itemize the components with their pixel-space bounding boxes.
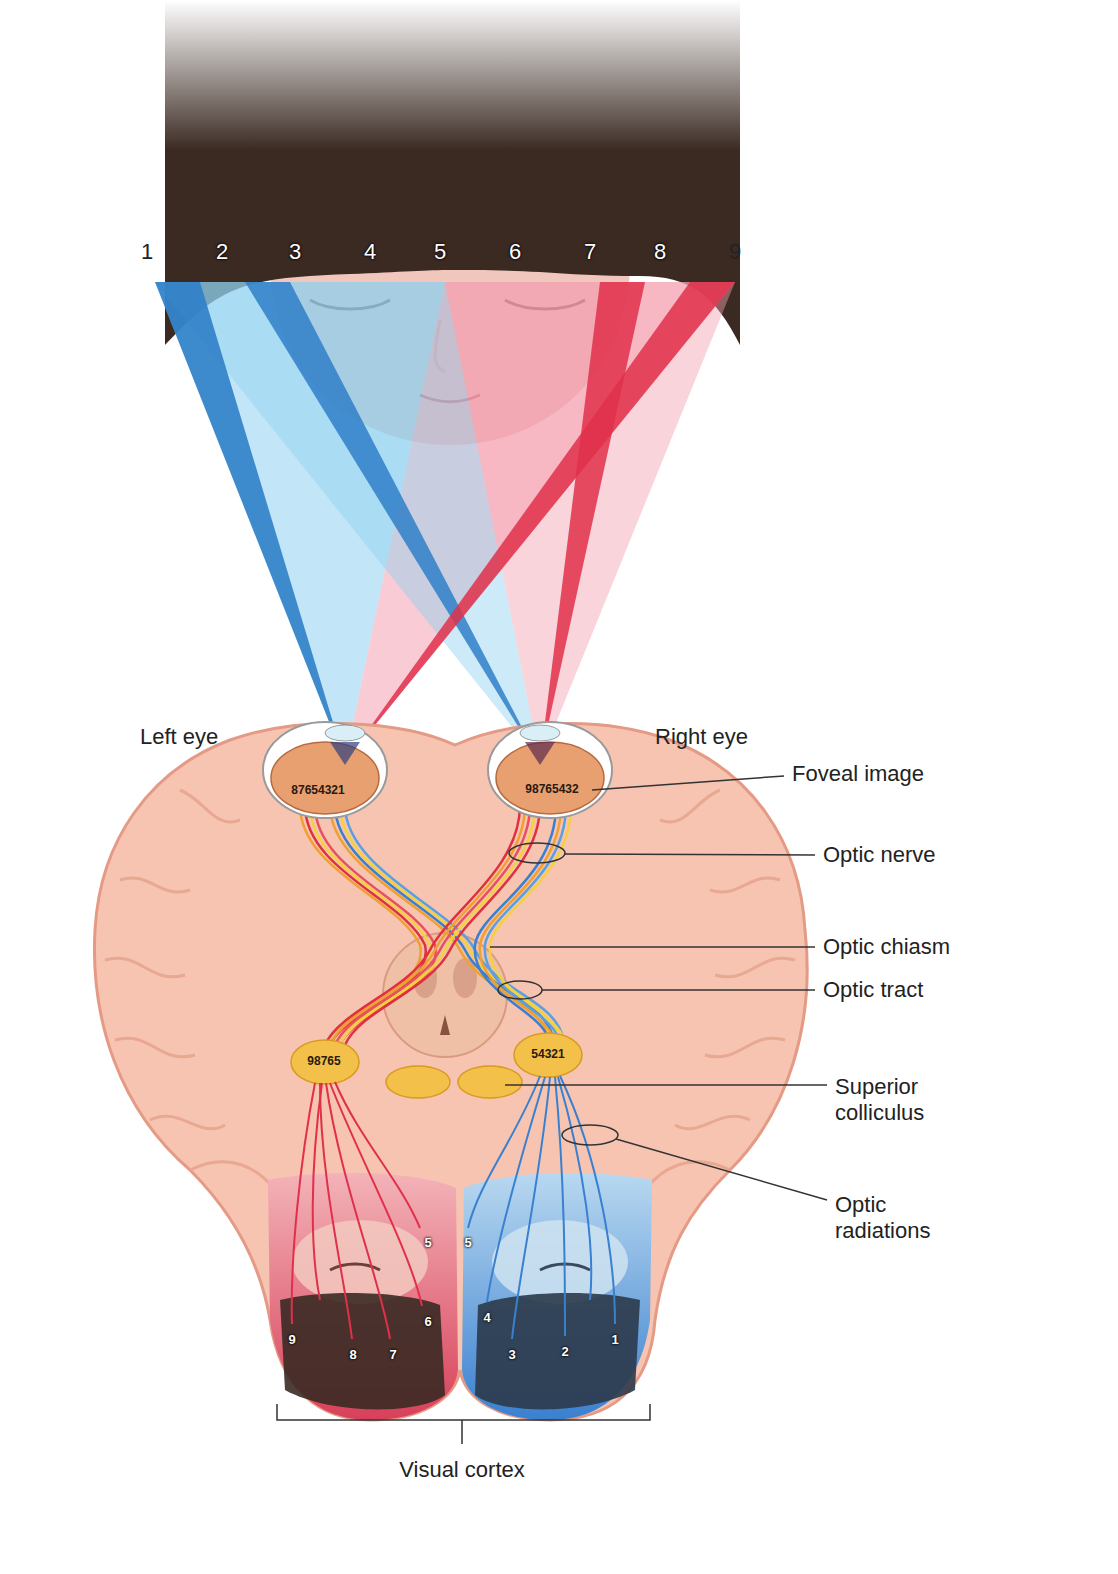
focal-point: [525, 742, 555, 765]
temporal-edge: [190, 1162, 275, 1190]
gyrus: [150, 1116, 225, 1129]
focal-point: [330, 742, 360, 765]
radiation-fibre: [555, 1077, 565, 1336]
retina-sequence: 98765432: [525, 782, 578, 796]
callout-number: 1: [141, 239, 153, 265]
gyrus: [705, 1038, 785, 1057]
optic-radiations: [468, 1076, 615, 1339]
radiation-fibre: [335, 1082, 420, 1228]
fibre: [340, 805, 535, 1045]
callout-number: 3: [289, 239, 301, 265]
callout-number: 7: [584, 239, 596, 265]
lens: [325, 725, 365, 741]
cortex-number: 5: [424, 1235, 431, 1251]
eyeball: [488, 722, 612, 818]
bundle-marker: [509, 843, 565, 863]
light-beam: [245, 282, 540, 762]
optic-radiations: [292, 1082, 422, 1339]
lens: [520, 725, 560, 741]
fibre: [480, 805, 561, 1038]
structure-label: Optic nerve: [823, 842, 936, 868]
leader-line: [616, 1139, 827, 1200]
fibre: [475, 805, 556, 1038]
radiation-fibre: [558, 1077, 591, 1300]
structure-label: Optic chiasm: [823, 934, 950, 960]
radiation-fibre: [468, 1076, 540, 1228]
aqueduct: [440, 1015, 450, 1035]
leaders: [277, 776, 827, 1444]
gyrus: [105, 958, 185, 977]
cortex-number: 6: [424, 1314, 431, 1330]
cortex-region: [462, 1173, 652, 1420]
radiation-fibre: [292, 1083, 315, 1324]
structure-label: Right eye: [655, 724, 748, 750]
nucleus-sequence: 54321: [531, 1047, 564, 1061]
gyrus: [180, 790, 240, 822]
cortex-number: 2: [561, 1344, 568, 1360]
leader-line: [505, 1084, 827, 1086]
structure-label: Superior colliculus: [835, 1074, 975, 1127]
leader-line: [542, 989, 815, 991]
cortex-number: 9: [288, 1332, 295, 1348]
cortex-number: 8: [349, 1347, 356, 1363]
gyrus: [675, 1116, 750, 1129]
leader-line: [592, 776, 784, 790]
radiation-fibre: [326, 1083, 390, 1339]
cortex-number: 4: [483, 1310, 490, 1326]
light-fan: [445, 282, 735, 762]
inverted-hair: [280, 1293, 445, 1409]
superior-colliculus: [458, 1066, 522, 1098]
radiation-fibre: [330, 1083, 422, 1306]
lateral-geniculate: [291, 1040, 359, 1084]
temporal-edge: [645, 1162, 730, 1190]
gyrus: [115, 1038, 195, 1057]
radiation-fibre: [313, 1083, 322, 1300]
optic-fibres: [300, 805, 571, 1045]
superior-colliculus: [386, 1066, 450, 1098]
nucleus-sequence: 98765: [307, 1054, 340, 1068]
cortex-number: 3: [508, 1347, 515, 1363]
fibre: [345, 805, 540, 1045]
fibre: [490, 805, 571, 1038]
structure-label: Optic radiations: [835, 1192, 975, 1245]
gyrus: [120, 878, 190, 892]
eye-interior: [271, 742, 379, 814]
light-beam: [345, 282, 735, 762]
bracket: [277, 1404, 650, 1444]
retina-sequence: 87654321: [291, 783, 344, 797]
radiation-fibre: [320, 1083, 352, 1339]
structure-label: Optic tract: [823, 977, 923, 1003]
eyeball: [263, 722, 387, 818]
eye-interior: [496, 742, 604, 814]
callout-number: 4: [364, 239, 376, 265]
cortex-number: 5: [464, 1235, 471, 1251]
structure-label: Foveal image: [792, 761, 924, 787]
cortex-number: 1: [611, 1332, 618, 1348]
bundle-marker: [562, 1125, 618, 1145]
gyrus: [710, 878, 780, 892]
brain-outline: [94, 724, 807, 1420]
lateral-geniculate: [514, 1033, 582, 1077]
leader-line: [565, 854, 815, 855]
structure-label: Left eye: [140, 724, 218, 750]
bracket-label: Visual cortex: [399, 1457, 525, 1483]
callout-number: 9: [729, 239, 741, 265]
leader-line: [490, 946, 815, 948]
callout-number: 6: [509, 239, 521, 265]
callout-number: 8: [654, 239, 666, 265]
callout-number: 2: [216, 239, 228, 265]
gyrus: [660, 790, 720, 822]
cortex-number: 7: [389, 1347, 396, 1363]
gyrus: [715, 958, 795, 977]
fibre: [485, 805, 566, 1038]
radiation-fibre: [487, 1077, 545, 1302]
light-beam: [540, 282, 645, 762]
bundle-marker: [498, 981, 542, 999]
radiation-fibre: [512, 1077, 550, 1339]
callout-number: 5: [434, 239, 446, 265]
